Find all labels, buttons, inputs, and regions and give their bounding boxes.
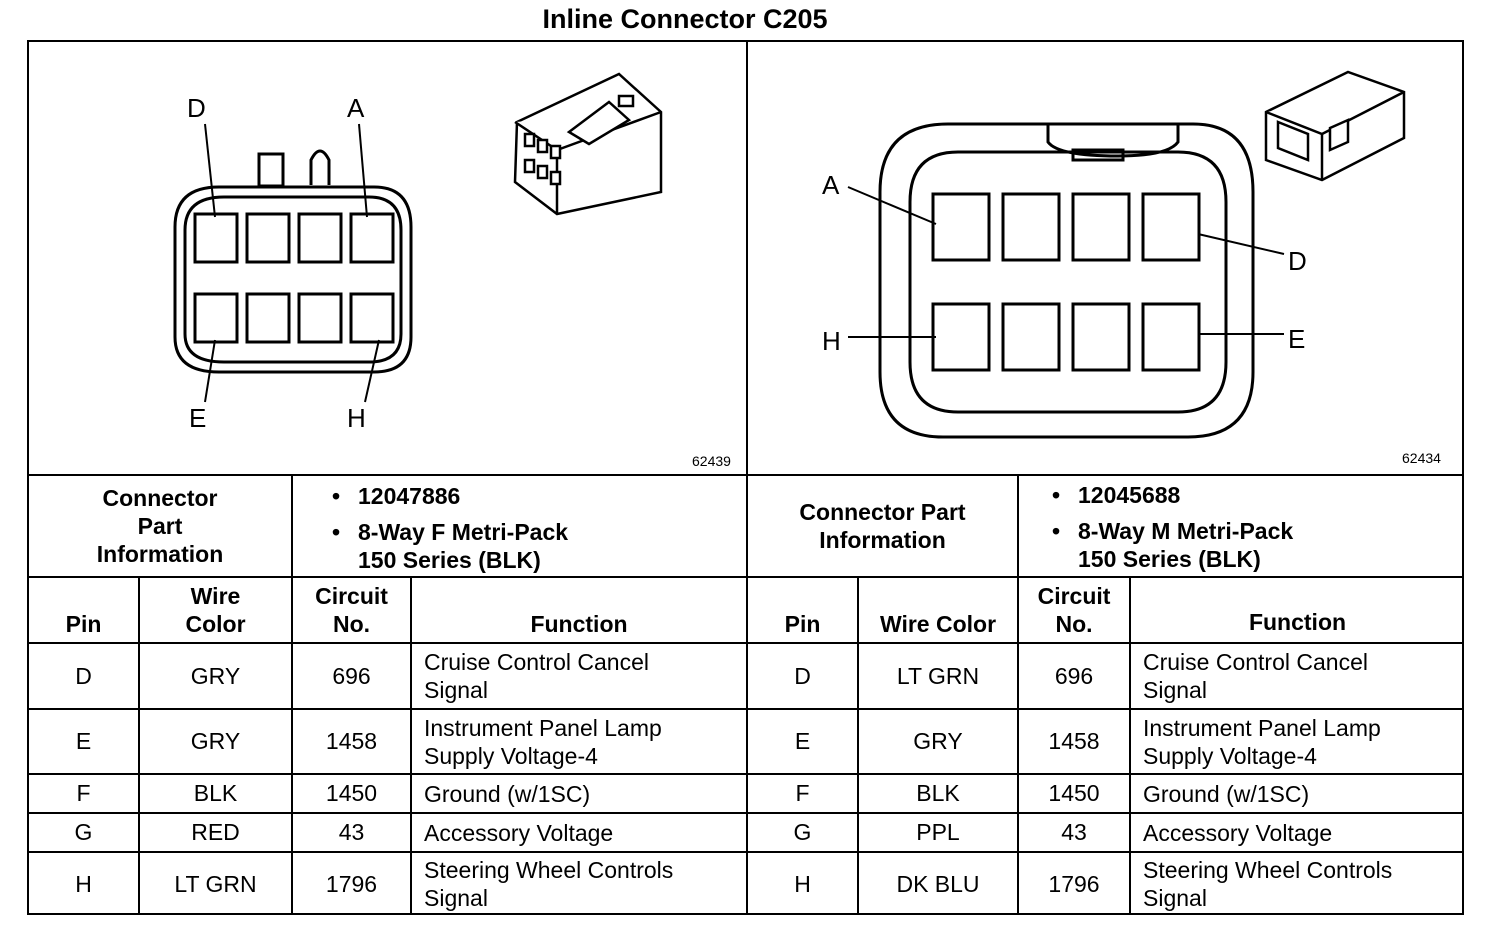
divider [410, 576, 412, 915]
header-pin: Pin [65, 611, 102, 637]
pin-label-d: D [1288, 246, 1307, 276]
pin-label-a: A [822, 170, 840, 200]
connector-3d-icon [513, 72, 663, 216]
pin-label-d: D [187, 93, 206, 123]
table-cell-wire-color: BLK [916, 780, 960, 806]
header-wire-color: Wire Color [879, 611, 997, 637]
figure-number: 62434 [1402, 450, 1441, 466]
part-info-list: 12047886 8-Way F Metri-Pack 150 Series (… [332, 482, 732, 574]
divider [27, 851, 1464, 853]
table-cell-pin: D [75, 662, 92, 689]
part-info-list: 12045688 8-Way M Metri-Pack 150 Series (… [1052, 481, 1452, 573]
divider [27, 576, 1464, 578]
divider [138, 576, 140, 915]
connector-3d-icon [1264, 70, 1406, 182]
table-cell-wire-color: RED [191, 819, 240, 845]
table-cell-wire-color: LT GRN [174, 870, 257, 897]
table-cell-function: Steering Wheel Controls Signal [424, 857, 674, 911]
table-cell-function: Ground (w/1SC) [424, 780, 591, 807]
divider [1129, 576, 1131, 915]
header-wire-color: Wire Color [185, 583, 246, 637]
figure-number: 62439 [692, 453, 731, 469]
table-cell-circuit: 1796 [1048, 870, 1100, 897]
table-cell-wire-color: GRY [913, 728, 963, 754]
divider [27, 708, 1464, 710]
table-cell-circuit: 1450 [1048, 780, 1100, 806]
table-cell-pin: D [794, 662, 811, 689]
pin-label-a: A [347, 93, 365, 123]
table-cell-wire-color: GRY [190, 662, 241, 689]
part-description: 8-Way F Metri-Pack 150 Series (BLK) [332, 518, 608, 574]
table-cell-wire-color: DK BLU [896, 870, 980, 897]
table-cell-function: Accessory Voltage [1143, 819, 1333, 846]
table-cell-function: Accessory Voltage [424, 819, 614, 846]
table-cell-pin: F [795, 780, 810, 806]
part-info-label: Connector Part Information [799, 499, 966, 553]
table-cell-function: Cruise Control Cancel Signal [424, 649, 649, 703]
divider [27, 773, 1464, 775]
divider [857, 576, 859, 915]
right-connector-drawing: A D H E [822, 70, 1406, 439]
page-title: Inline Connector C205 [542, 4, 828, 34]
table-cell-pin: H [794, 870, 811, 897]
table-cell-circuit: 43 [1061, 819, 1087, 845]
table-cell-function: Steering Wheel Controls Signal [1143, 857, 1393, 911]
part-number: 12047886 [332, 482, 732, 510]
divider [746, 40, 748, 915]
pin-label-e: E [1288, 324, 1305, 354]
table-cell-wire-color: GRY [190, 728, 241, 754]
divider [291, 474, 293, 915]
table-cell-pin: F [76, 780, 91, 806]
divider [1017, 474, 1019, 915]
header-circuit: Circuit No. [315, 583, 388, 637]
header-function: Function [1248, 609, 1347, 635]
divider [27, 642, 1464, 644]
table-cell-pin: H [75, 870, 92, 897]
table-cell-wire-color: PPL [916, 819, 960, 845]
left-connector-drawing: D A E H [173, 72, 663, 433]
table-cell-circuit: 1450 [325, 780, 378, 806]
table-cell-pin: G [793, 819, 812, 845]
header-pin: Pin [784, 611, 821, 637]
table-cell-circuit: 696 [332, 662, 371, 689]
pin-label-e: E [189, 403, 206, 433]
table-cell-wire-color: LT GRN [896, 662, 980, 689]
table-cell-circuit: 43 [338, 819, 365, 845]
table-cell-circuit: 696 [1054, 662, 1094, 689]
pin-label-h: H [822, 326, 841, 356]
table-cell-pin: G [74, 819, 93, 845]
part-number: 12045688 [1052, 481, 1452, 509]
table-cell-circuit: 1458 [1048, 728, 1100, 754]
header-circuit: Circuit No. [1037, 583, 1111, 637]
table-cell-function: Instrument Panel Lamp Supply Voltage-4 [1143, 714, 1381, 769]
table-cell-function: Cruise Control Cancel Signal [1143, 649, 1368, 703]
table-cell-pin: E [75, 728, 92, 754]
table-cell-function: Instrument Panel Lamp Supply Voltage-4 [424, 714, 662, 769]
table-cell-function: Ground (w/1SC) [1143, 780, 1310, 807]
header-function: Function [530, 611, 628, 637]
part-description: 8-Way M Metri-Pack 150 Series (BLK) [1052, 517, 1328, 573]
table-cell-circuit: 1796 [325, 870, 378, 897]
pin-label-h: H [347, 403, 366, 433]
diagram-frame [27, 40, 1464, 915]
table-cell-circuit: 1458 [325, 728, 378, 754]
table-cell-wire-color: BLK [193, 780, 238, 806]
divider [27, 474, 1464, 476]
table-cell-pin: E [794, 728, 811, 754]
part-info-label: Connector Part Information [96, 485, 224, 567]
divider [27, 812, 1464, 814]
